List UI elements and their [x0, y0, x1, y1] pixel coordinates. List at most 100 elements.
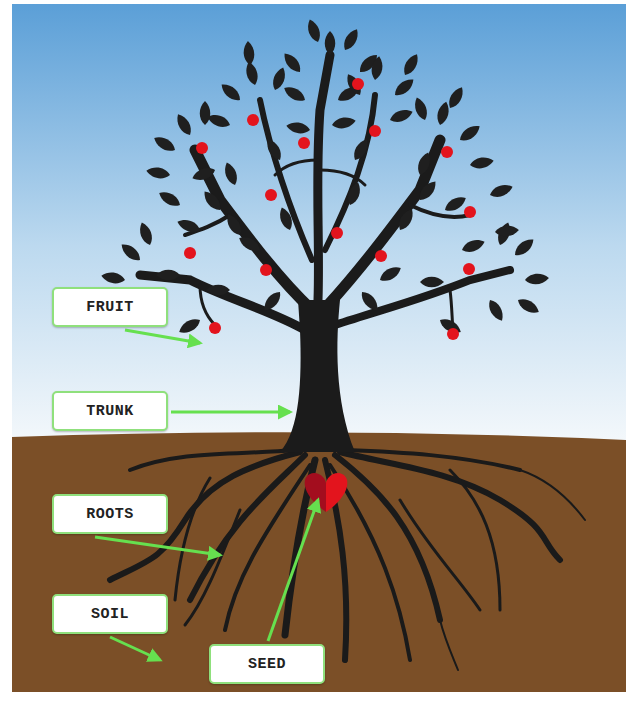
fruit — [260, 264, 272, 276]
label-box: ROOTS — [52, 494, 168, 534]
branch — [318, 55, 330, 300]
leaf — [512, 236, 537, 259]
label-box: SEED — [209, 644, 325, 684]
leaf — [343, 72, 364, 98]
leaf — [395, 207, 416, 233]
root — [130, 450, 295, 470]
leaf — [277, 206, 295, 232]
leaves — [100, 18, 549, 337]
fruit — [265, 189, 277, 201]
fruit — [184, 247, 196, 259]
branch — [260, 100, 312, 260]
leaf — [100, 271, 125, 286]
leaf — [412, 96, 430, 122]
root — [450, 470, 500, 610]
fruit — [209, 322, 221, 334]
root — [185, 510, 240, 625]
leaf — [400, 52, 421, 78]
fruit — [247, 114, 259, 126]
root — [225, 465, 310, 630]
leaf — [388, 107, 414, 125]
fruit — [369, 125, 381, 137]
label-box: SOIL — [52, 594, 168, 634]
heart-half — [326, 473, 347, 512]
fruit — [352, 78, 364, 90]
leaf — [445, 85, 466, 111]
leaf — [282, 83, 308, 104]
leader-line — [95, 537, 220, 555]
fruit — [464, 206, 476, 218]
leaf — [345, 181, 363, 207]
leaf — [156, 270, 180, 281]
fruit — [196, 142, 208, 154]
leader-line — [125, 330, 200, 343]
leader-line — [268, 500, 318, 641]
fruit — [298, 137, 310, 149]
leaf — [340, 27, 361, 53]
leaf — [244, 60, 260, 86]
leaf — [525, 273, 550, 286]
fruit — [447, 328, 459, 340]
soil-ground — [12, 432, 626, 692]
leaf — [176, 217, 202, 235]
fruit — [331, 227, 343, 239]
leaf — [495, 225, 520, 238]
leaf — [435, 100, 451, 126]
label-text: SEED — [248, 656, 286, 673]
leaf — [416, 178, 439, 203]
leaf — [145, 166, 170, 181]
leaf — [263, 137, 284, 163]
leaf — [270, 66, 288, 92]
leaf — [118, 241, 143, 264]
leaf — [420, 277, 444, 288]
leaf — [358, 289, 381, 314]
leaf — [515, 295, 541, 316]
fruits — [184, 78, 476, 340]
label-text: TRUNK — [86, 403, 134, 420]
leaf — [200, 101, 211, 125]
leaf — [350, 137, 371, 163]
leaf — [157, 188, 183, 209]
roots — [110, 450, 585, 670]
branches — [140, 55, 510, 330]
fruit — [463, 263, 475, 275]
branch — [410, 205, 470, 217]
fruit — [375, 250, 387, 262]
leader-line — [171, 411, 290, 414]
branch — [325, 95, 375, 250]
leaf — [206, 285, 230, 296]
seed-heart — [305, 473, 348, 512]
leaf — [285, 121, 310, 136]
fruit — [441, 146, 453, 158]
leaf — [305, 18, 323, 44]
branch — [335, 270, 510, 325]
root — [400, 500, 480, 610]
label-box: FRUIT — [52, 287, 168, 327]
leaf — [243, 41, 256, 66]
leaf — [152, 133, 178, 154]
leaf — [137, 221, 155, 247]
leaf — [460, 237, 486, 255]
root — [345, 450, 520, 470]
leaf — [469, 156, 494, 171]
root — [440, 620, 458, 670]
root — [190, 455, 305, 600]
branch — [275, 160, 318, 175]
leaf — [173, 112, 194, 138]
label-text: SOIL — [91, 606, 129, 623]
leaf — [325, 31, 336, 55]
label-text: ROOTS — [86, 506, 134, 523]
leaf — [223, 212, 244, 238]
leaf — [218, 81, 243, 104]
leaf — [237, 233, 263, 254]
leaf — [392, 76, 417, 99]
leaf — [415, 151, 433, 177]
label-box: TRUNK — [52, 391, 168, 431]
leaf — [457, 122, 483, 144]
leaf — [331, 116, 356, 131]
leaf — [191, 165, 217, 183]
root — [175, 478, 210, 600]
leaf — [222, 161, 240, 187]
leaf — [488, 182, 514, 200]
